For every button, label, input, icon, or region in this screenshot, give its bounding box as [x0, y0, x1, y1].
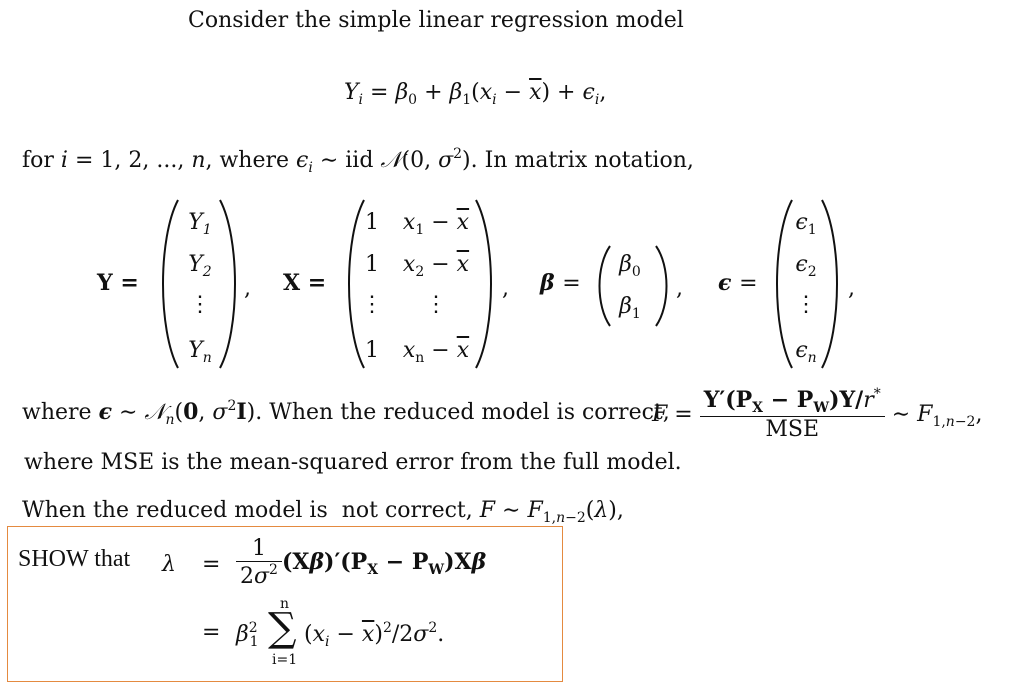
- comma: ,: [244, 276, 251, 301]
- comma: ,: [502, 276, 509, 301]
- vector-eps-left-paren: [776, 199, 793, 369]
- show-label: SHOW that: [18, 546, 131, 572]
- matrix-X-cell: ⋮: [361, 292, 383, 317]
- for-line: for i = 1, 2, ..., n, where ϵi ∼ iid 𝒩(0…: [22, 146, 694, 176]
- vector-beta-entry: β0: [619, 252, 641, 280]
- show-line-1: 1 2σ2 (Xβ)′(PX − PW)Xβ: [236, 536, 486, 591]
- matrix-X-cell: 1: [365, 338, 379, 363]
- intro-text: Consider the simple linear regression mo…: [188, 8, 684, 33]
- matrix-Y-entry: Yn: [188, 338, 212, 366]
- sum-upper-limit: n: [280, 596, 290, 612]
- matrix-Y-left-paren: [162, 199, 179, 369]
- comma: ,: [848, 276, 855, 301]
- vector-eps-entry: ϵ1: [795, 210, 817, 238]
- matrix-X-cell: 1: [365, 252, 379, 277]
- matrix-X-cell: x2 − x: [402, 252, 470, 280]
- matrix-X-left-paren: [348, 199, 365, 369]
- vector-eps-entry: ϵn: [795, 338, 817, 366]
- show-line-2: β21: [236, 620, 259, 650]
- not-correct-line: When the reduced model is not correct, F…: [22, 498, 624, 526]
- matrix-X-cell: 1: [365, 210, 379, 235]
- vector-eps-right-paren: [821, 199, 838, 369]
- mse-line: where MSE is the mean-squared error from…: [24, 450, 682, 475]
- matrix-X-cell: ⋮: [425, 292, 447, 317]
- matrix-Y-entry: Y1: [188, 210, 212, 238]
- vector-eps-entry: ϵ2: [795, 252, 817, 280]
- equals-sign-1: =: [202, 552, 221, 577]
- vector-eps-entry: ⋮: [795, 292, 817, 317]
- matrix-Y-entry: ⋮: [189, 292, 211, 317]
- F-statistic: F = Y′(PX − PW)Y/r* MSE ∼ F1,n−2,: [652, 386, 983, 443]
- vector-beta-left-paren: [598, 245, 611, 327]
- vector-beta-name: β =: [540, 270, 581, 296]
- matrix-X-cell: xn − x: [402, 338, 470, 366]
- matrix-X-cell: x1 − x: [402, 210, 470, 238]
- vector-beta-entry: β1: [619, 294, 641, 322]
- sum-lower-limit: i=1: [272, 652, 298, 668]
- sigma-icon: ∑: [268, 605, 297, 651]
- vector-beta-right-paren: [655, 245, 668, 327]
- where-eps-line: where ϵ ∼ 𝒩n(0, σ2I). When the reduced m…: [22, 398, 670, 428]
- lambda-symbol: λ: [162, 552, 176, 577]
- comma: ,: [676, 276, 683, 301]
- matrix-Y-right-paren: [219, 199, 236, 369]
- matrix-X-right-paren: [475, 199, 492, 369]
- show-line-2-rest: (xi − x)2/2σ2.: [304, 620, 445, 650]
- model-equation: Yi = β0 + β1(xi − x) + ϵi,: [344, 80, 607, 108]
- matrix-X-name: X =: [283, 270, 327, 296]
- matrix-Y-name: Y =: [97, 270, 139, 296]
- equals-sign-2: =: [202, 620, 221, 645]
- show-box: [7, 526, 563, 682]
- matrix-Y-entry: Y2: [188, 252, 212, 280]
- vector-eps-name: ϵ =: [718, 270, 758, 296]
